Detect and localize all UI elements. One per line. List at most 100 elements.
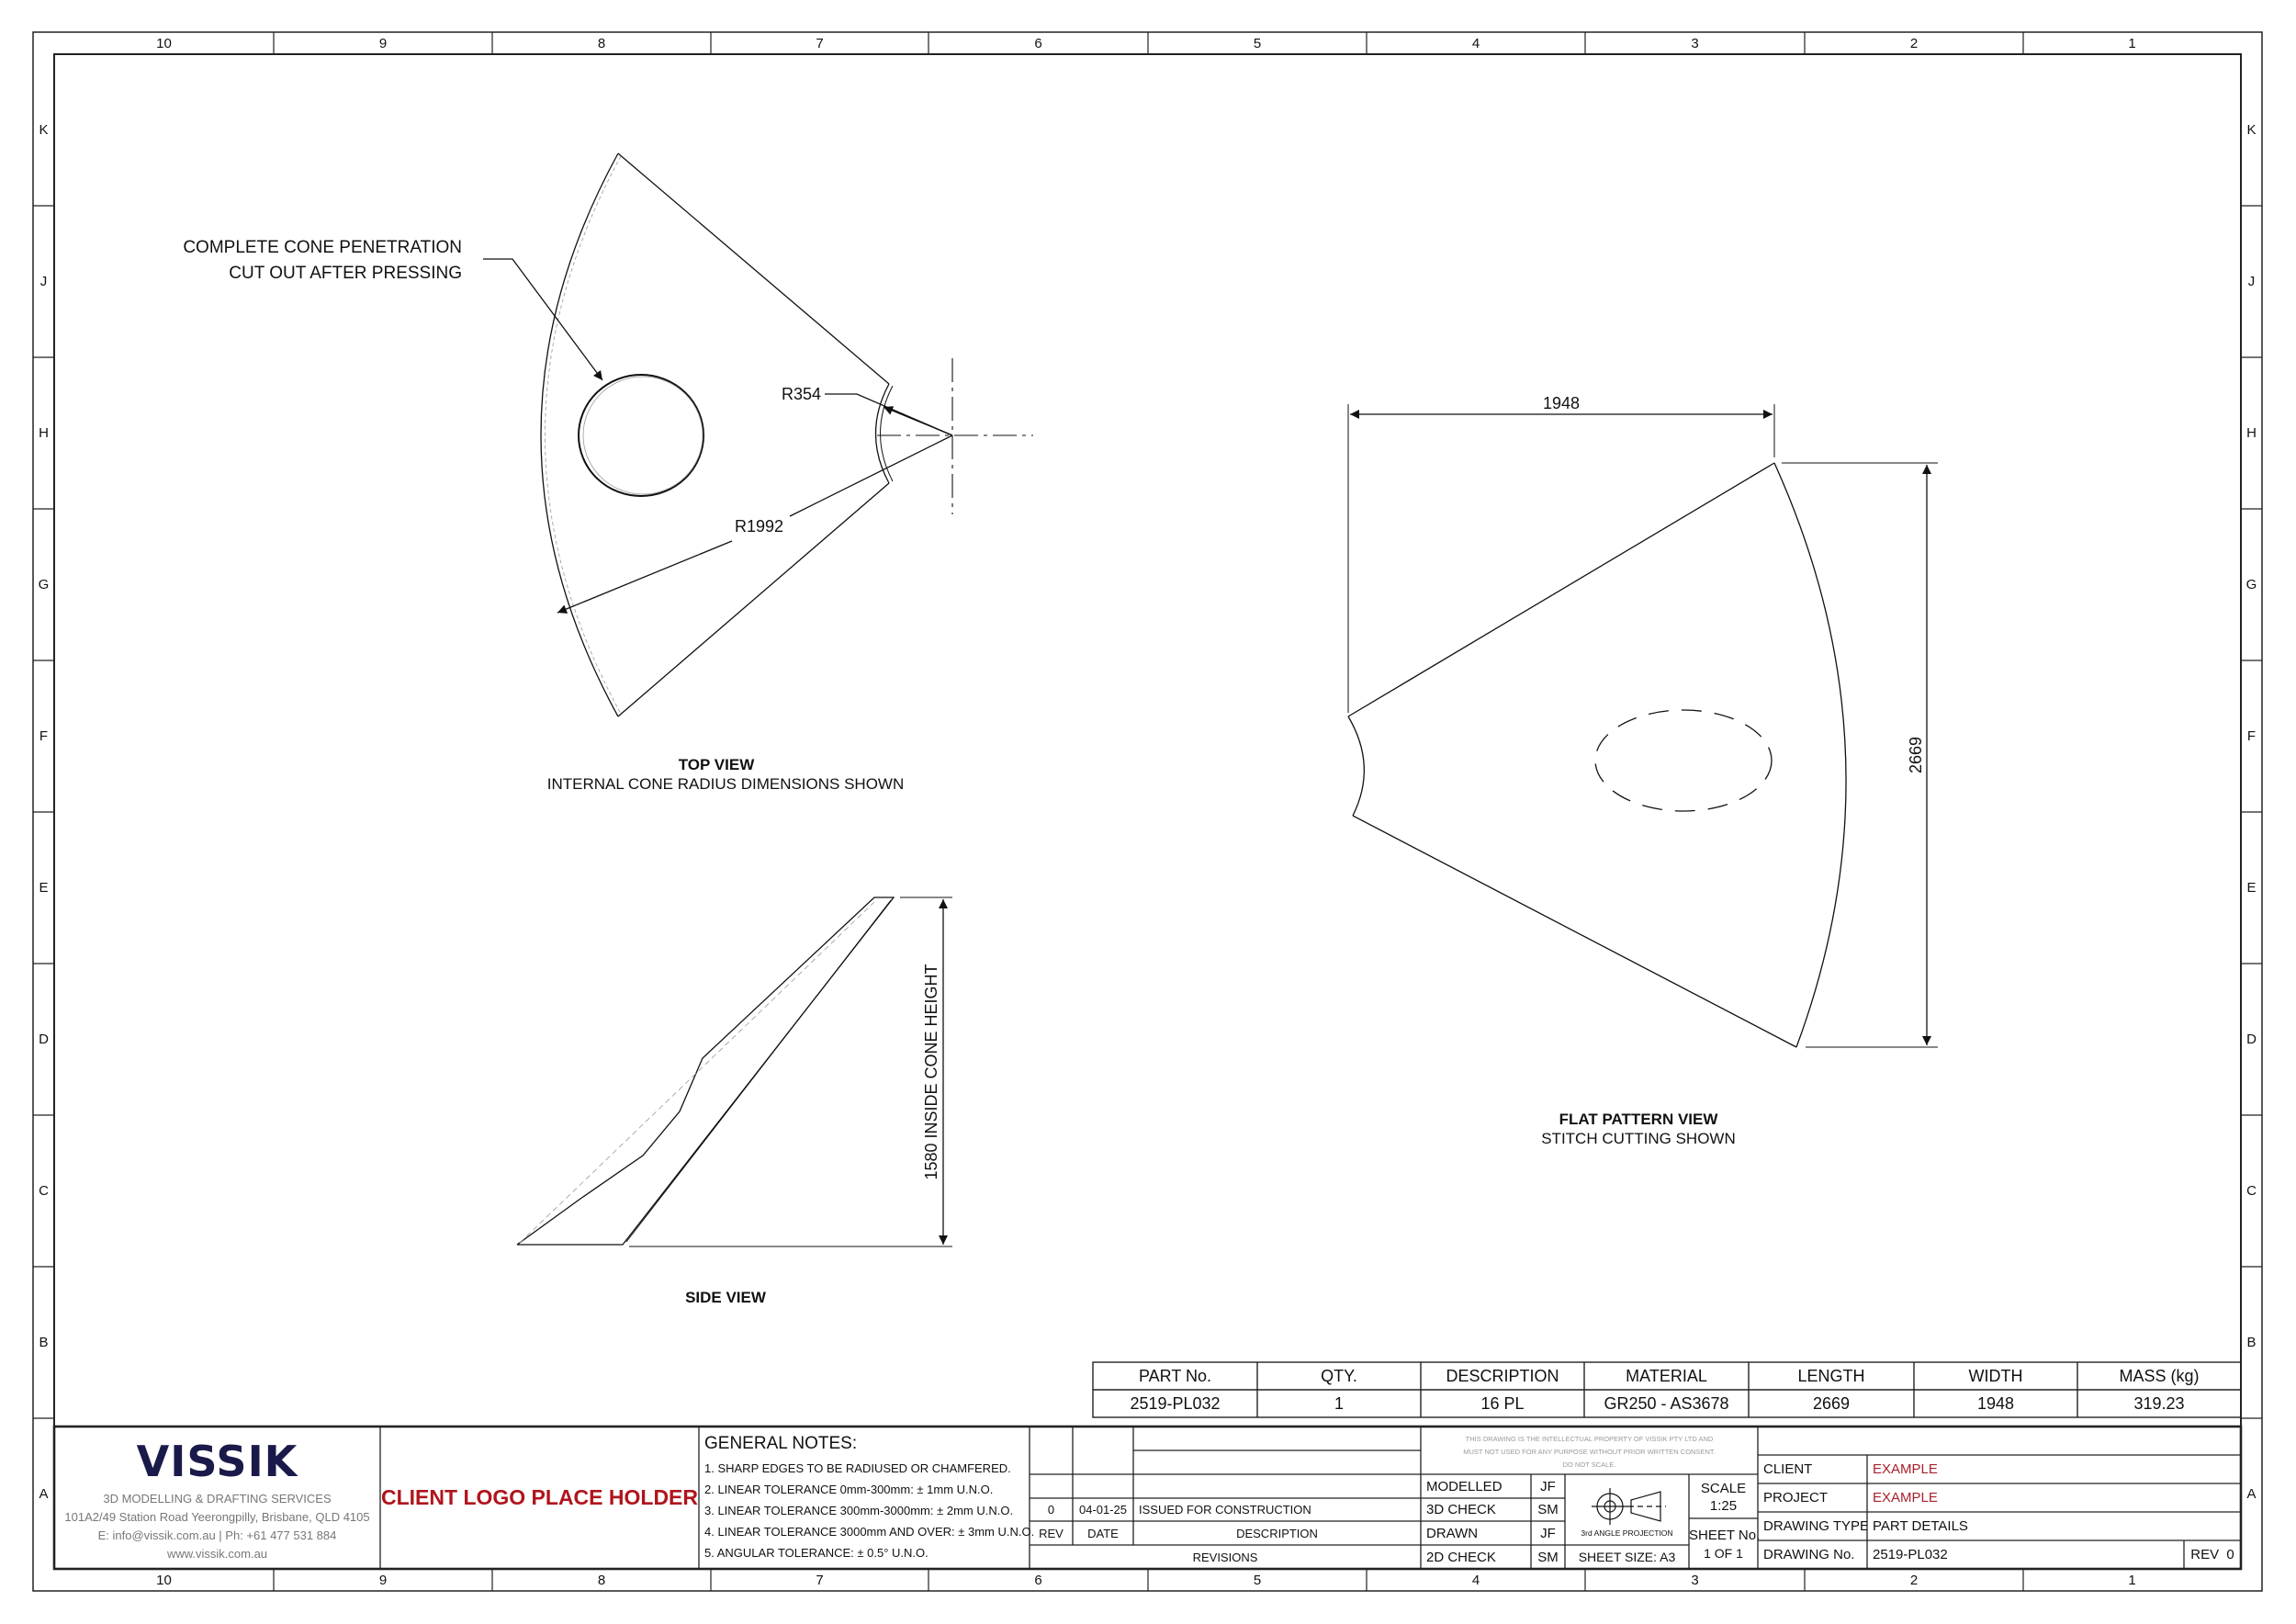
zone-col-4: 4 [1471,36,1480,51]
client-logo-placeholder: CLIENT LOGO PLACE HOLDER [381,1485,698,1509]
client-value: EXAMPLE [1873,1461,1938,1477]
revision-header-description: DESCRIPTION [1236,1526,1318,1540]
parts-cell-qty: 1 [1334,1393,1344,1413]
copyright-line: DO NOT SCALE. [1562,1460,1616,1469]
third-angle-projection-icon [1592,1488,1666,1525]
zone-row-e: E [39,880,49,896]
length-dimension: 2669 [1907,736,1925,774]
note-item: 2. LINEAR TOLERANCE 0mm-300mm: ± 1mm U.N… [704,1483,994,1496]
drawing-type-value: PART DETAILS [1873,1518,1968,1534]
zone-row-c: C [2246,1183,2257,1199]
company-tagline: 3D MODELLING & DRAFTING SERVICES [103,1492,332,1506]
zone-row-k: K [2246,122,2257,138]
project-label: PROJECT [1763,1490,1829,1506]
parts-header-length: LENGTH [1797,1366,1865,1385]
revision-badge: REV 0 [2190,1547,2234,1562]
zone-col-2: 2 [1909,1573,1919,1588]
copyright-line: THIS DRAWING IS THE INTELLECTUAL PROPERT… [1465,1435,1714,1443]
parts-header-part-no: PART No. [1138,1366,1212,1385]
penetration-note-line1: COMPLETE CONE PENETRATION [183,238,462,257]
parts-cell-part-no: 2519-PL032 [1130,1393,1221,1413]
inner-radius-label: R354 [782,385,822,403]
check-initials-2d-check: SM [1537,1549,1559,1565]
company-logo: VISSIK [136,1437,298,1486]
cone-height-dimension: 1580 INSIDE CONE HEIGHT [922,964,940,1180]
zone-col-10: 10 [156,1573,172,1588]
zone-row-j: J [2247,274,2256,289]
revision-header-rev: REV [1039,1526,1064,1540]
revision-description [1133,1427,1421,1450]
revision-description [1133,1450,1421,1474]
zone-col-1: 1 [2128,36,2136,51]
revision-date [1073,1474,1133,1498]
parts-header-mass: MASS (kg) [2119,1366,2200,1385]
revisions-title: REVISIONS [1192,1550,1258,1564]
side-view-geometry [516,897,952,1247]
check-label-3d-check: 3D CHECK [1426,1502,1496,1517]
zone-row-f: F [2246,728,2257,744]
zone-col-5: 5 [1253,1573,1262,1588]
flat-pattern-subtitle: STITCH CUTTING SHOWN [1541,1130,1736,1147]
title-block-grid [52,1425,2243,1571]
company-contact: E: info@vissik.com.au | Ph: +61 477 531 … [97,1528,337,1542]
parts-header-qty: QTY. [1321,1366,1357,1385]
width-dimension: 1948 [1543,394,1581,412]
zone-row-h: H [39,425,49,441]
zone-row-h: H [2246,425,2257,441]
zone-col-7: 7 [816,1573,824,1588]
top-view-subtitle: INTERNAL CONE RADIUS DIMENSIONS SHOWN [546,775,905,793]
outer-radius-label: R1992 [735,517,784,536]
zone-row-b: B [2246,1335,2257,1350]
zone-row-d: D [39,1032,49,1047]
zone-col-9: 9 [378,1573,388,1588]
notes-heading: GENERAL NOTES: [704,1434,858,1453]
revision-date [1073,1450,1133,1474]
drawing-number-value: 2519-PL032 [1873,1547,1948,1562]
check-label-drawn: DRAWN [1426,1525,1479,1541]
sheet-size: SHEET SIZE: A3 [1578,1550,1676,1564]
drawing-number-label: DRAWING No. [1763,1547,1855,1562]
scale-label: SCALE [1700,1481,1747,1496]
drawing-type-label: DRAWING TYPE [1763,1518,1867,1534]
zone-row-f: F [39,728,49,744]
revision-rev [1030,1427,1073,1450]
company-website: www.vissik.com.au [166,1547,268,1561]
top-view-title: TOP VIEW [678,756,755,773]
revision-rev: 0 [1047,1503,1055,1517]
zone-col-5: 5 [1253,36,1262,51]
top-view-geometry [483,152,1033,717]
revision-header-date: DATE [1087,1526,1119,1540]
parts-header-width: WIDTH [1968,1366,2023,1385]
check-initials-drawn: JF [1540,1525,1556,1541]
client-label: CLIENT [1763,1461,1813,1477]
parts-cell-description: 16 PL [1480,1393,1525,1413]
zone-col-4: 4 [1471,1573,1480,1588]
revision-rev [1030,1450,1073,1474]
zone-col-9: 9 [378,36,388,51]
zone-row-e: E [2246,880,2257,896]
parts-cell-material: GR250 - AS3678 [1604,1393,1729,1413]
parts-cell-length: 2669 [1812,1393,1851,1413]
zone-row-d: D [2246,1032,2257,1047]
revision-description: ISSUED FOR CONSTRUCTION [1139,1503,1311,1517]
revision-date [1073,1427,1133,1450]
zone-col-8: 8 [597,36,606,51]
parts-cell-mass: 319.23 [2133,1393,2185,1413]
project-value: EXAMPLE [1873,1490,1938,1506]
check-initials-3d-check: SM [1537,1502,1559,1517]
zone-row-g: G [38,577,50,592]
projection-label: 3rd ANGLE PROJECTION [1581,1528,1673,1538]
company-address: 101A2/49 Station Road Yeerongpilly, Bris… [64,1510,370,1524]
zone-row-j: J [39,274,48,289]
note-item: 5. ANGULAR TOLERANCE: ± 0.5° U.N.O. [704,1546,929,1560]
parts-header-description: DESCRIPTION [1446,1366,1559,1385]
check-initials-modelled: JF [1540,1478,1556,1494]
zone-row-c: C [39,1183,49,1199]
zone-col-10: 10 [156,36,172,51]
zone-col-1: 1 [2128,1573,2136,1588]
scale-value: 1:25 [1709,1498,1738,1514]
flat-pattern-geometry [1347,404,1938,1048]
zone-col-2: 2 [1909,36,1919,51]
copyright-line: MUST NOT USED FOR ANY PURPOSE WITHOUT PR… [1463,1448,1716,1456]
